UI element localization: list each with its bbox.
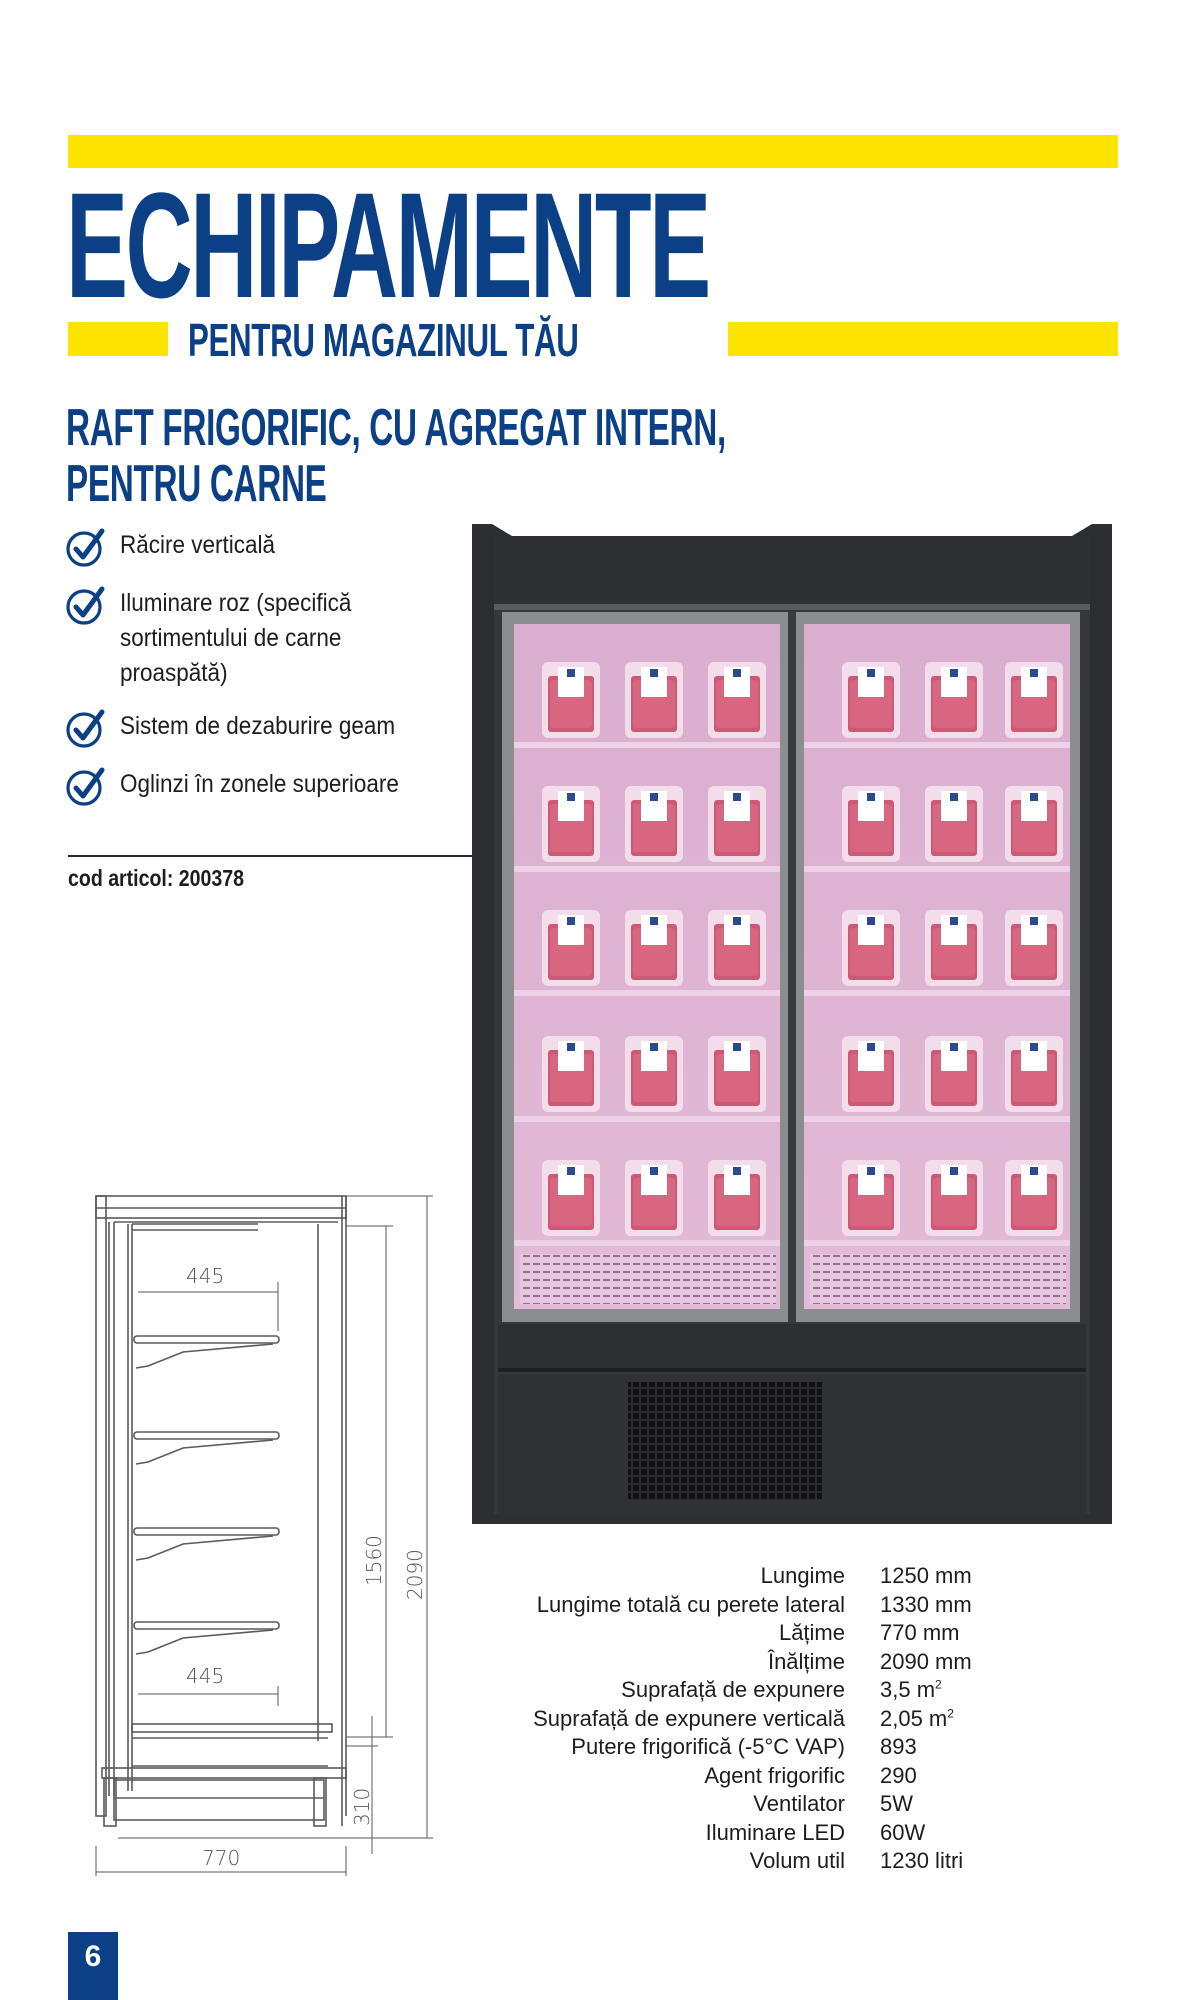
- spec-row: Lungime totală cu perete lateral 1330 mm: [500, 1591, 1060, 1620]
- spec-label: Suprafață de expunere: [621, 1677, 845, 1703]
- spec-value: 1230 litri: [880, 1848, 964, 1874]
- spec-label: Înălțime: [767, 1648, 845, 1674]
- total-height-label: 2090: [403, 1549, 427, 1600]
- shelf-depth-label: 445: [186, 1264, 225, 1288]
- spec-row: Iluminare LED 60W: [500, 1819, 1060, 1848]
- product-title-line1: RAFT FRIGORIFIC, CU AGREGAT INTERN,: [66, 399, 726, 457]
- spec-label: Lățime: [778, 1620, 845, 1646]
- inner-height-label: 1560: [362, 1535, 386, 1586]
- spec-row: Înălțime 2090 mm: [500, 1648, 1060, 1677]
- shelf-depth-label: 445: [186, 1664, 225, 1688]
- spec-label: Putere frigorifică (-5°C VAP): [571, 1734, 845, 1760]
- feature-list: Răcire verticală Iluminare roz (specific…: [66, 528, 476, 825]
- spec-row: Lățime 770 mm: [500, 1619, 1060, 1648]
- subtitle-bar-right: [728, 322, 1118, 356]
- spec-row: Putere frigorifică (-5°C VAP) 893: [500, 1733, 1060, 1762]
- spec-row: Ventilator 5W: [500, 1790, 1060, 1819]
- check-circle-icon: [66, 767, 105, 806]
- header-yellow-bar: [68, 135, 1118, 168]
- feature-item: Sistem de dezaburire geam: [66, 709, 476, 749]
- spec-label: Lungime: [760, 1563, 845, 1589]
- spec-value-number: 2,05 m: [880, 1705, 948, 1731]
- spec-row: Lungime 1250 mm: [500, 1562, 1060, 1591]
- spec-value: 5W: [880, 1791, 913, 1817]
- spec-value: 893: [880, 1734, 917, 1760]
- spec-value: 290: [880, 1762, 917, 1788]
- spec-row: Volum util 1230 litri: [500, 1847, 1060, 1876]
- width-label: 770: [202, 1846, 241, 1870]
- spec-value: 770 mm: [880, 1620, 960, 1646]
- feature-text: Sistem de dezaburire geam: [120, 712, 396, 740]
- spec-label: Ventilator: [753, 1791, 845, 1817]
- subtitle-bar-left: [68, 322, 168, 356]
- divider: [68, 855, 473, 857]
- feature-text: Răcire verticală: [120, 531, 276, 559]
- check-circle-icon: [66, 709, 105, 748]
- spec-value: 2,05 m2: [880, 1706, 954, 1732]
- spec-value: 1330 mm: [880, 1591, 972, 1617]
- page-number: 6: [84, 1940, 102, 1973]
- product-title-line2: PENTRU CARNE: [66, 455, 327, 513]
- refrigerated-shelf-photo: [472, 524, 1112, 1524]
- spec-label: Volum util: [749, 1848, 845, 1874]
- base-height-label: 310: [350, 1787, 374, 1826]
- spec-row: Suprafață de expunere verticală 2,05 m2: [500, 1705, 1060, 1734]
- spec-label: Lungime totală cu perete lateral: [536, 1591, 845, 1617]
- spec-label: Iluminare LED: [705, 1819, 845, 1845]
- page-subtitle: PENTRU MAGAZINUL TĂU: [188, 314, 579, 366]
- feature-text: Iluminare roz (specifică sortimentului d…: [120, 589, 352, 687]
- feature-item: Răcire verticală: [66, 528, 476, 568]
- spec-value-exponent: 2: [947, 1706, 954, 1721]
- feature-item: Iluminare roz (specifică sortimentului d…: [66, 586, 476, 691]
- spec-value: 3,5 m2: [880, 1677, 942, 1703]
- side-section-diagram: [95, 1195, 433, 1876]
- spec-value-exponent: 2: [935, 1677, 942, 1692]
- feature-text: Oglinzi în zonele superioare: [120, 770, 399, 798]
- check-circle-icon: [66, 528, 105, 567]
- spec-value: 2090 mm: [880, 1648, 972, 1674]
- spec-value: 1250 mm: [880, 1563, 972, 1589]
- spec-value-number: 3,5 m: [880, 1677, 936, 1703]
- page-number-tab: 6: [68, 1932, 118, 2000]
- article-code: cod articol: 200378: [68, 865, 245, 891]
- spec-label: Suprafață de expunere verticală: [533, 1705, 845, 1731]
- spec-label: Agent frigorific: [704, 1762, 845, 1788]
- check-circle-icon: [66, 586, 105, 625]
- spec-value: 60W: [880, 1819, 926, 1845]
- product-title: RAFT FRIGORIFIC, CU AGREGAT INTERN, PENT…: [66, 400, 726, 512]
- feature-item: Oglinzi în zonele superioare: [66, 767, 476, 807]
- spec-row: Agent frigorific 290: [500, 1762, 1060, 1791]
- technical-drawing: 445 445 1560 2090 310 770: [88, 1186, 448, 1876]
- spec-row: Suprafață de expunere 3,5 m2: [500, 1676, 1060, 1705]
- page-title: ECHIPAMENTE: [66, 161, 711, 329]
- spec-table: Lungime 1250 mm Lungime totală cu perete …: [500, 1562, 1060, 1876]
